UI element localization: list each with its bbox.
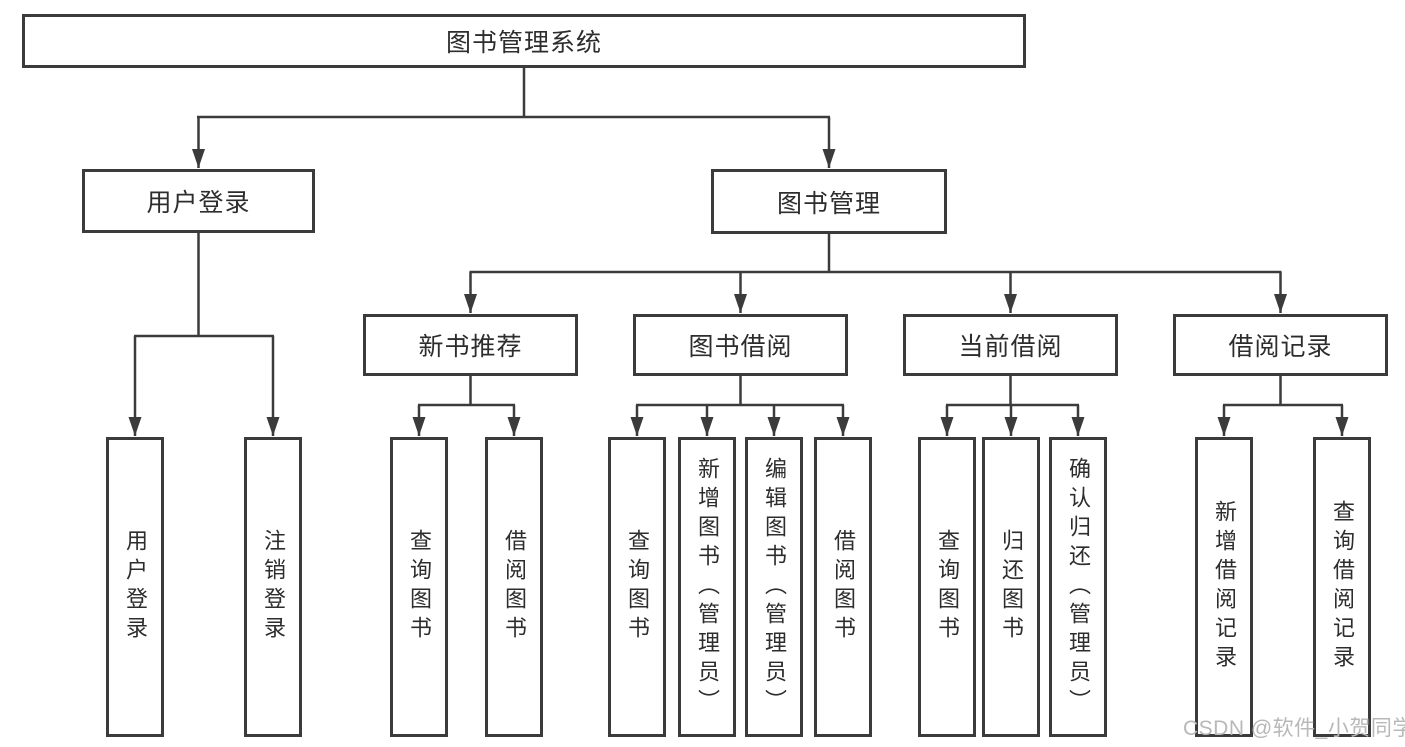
leaf-bb-edit-books-admin-label: 编辑图书（管理员） (762, 456, 787, 718)
leaf-bb-query-books: 查询图书 (608, 437, 666, 737)
connector-new-book-recommend (412, 376, 521, 436)
node-user-login-label: 用户登录 (146, 189, 251, 217)
leaf-bb-add-books-admin: 新增图书（管理员） (678, 437, 736, 737)
leaf-rec-query-books-label: 查询图书 (407, 529, 432, 645)
csdn-watermark: CSDN @软件_小贺同学 (1183, 717, 1405, 740)
node-current-borrow-label: 当前借阅 (958, 333, 1063, 361)
leaf-br-add-record-label: 新增借阅记录 (1212, 500, 1237, 674)
node-book-borrow-label: 图书借阅 (688, 333, 793, 361)
connector-book-management (464, 234, 1287, 313)
leaf-logout-login: 注销登录 (244, 437, 302, 737)
leaf-br-query-record-label: 查询借阅记录 (1330, 500, 1355, 674)
leaf-cb-confirm-return-admin-label: 确认归还（管理员） (1066, 456, 1091, 718)
node-book-borrow: 图书借阅 (633, 314, 848, 376)
leaf-bb-borrow-books-label: 借阅图书 (831, 529, 856, 645)
leaf-cb-return-books: 归还图书 (982, 437, 1040, 737)
leaf-cb-query-books-label: 查询图书 (935, 529, 960, 645)
leaf-rec-query-books: 查询图书 (390, 437, 448, 737)
node-root: 图书管理系统 (22, 14, 1026, 68)
connector-current-borrow (940, 376, 1085, 436)
node-borrow-records: 借阅记录 (1173, 314, 1388, 376)
node-borrow-records-label: 借阅记录 (1228, 333, 1333, 361)
leaf-user-login: 用户登录 (106, 437, 164, 737)
leaf-cb-confirm-return-admin: 确认归还（管理员） (1049, 437, 1107, 737)
node-current-borrow: 当前借阅 (903, 314, 1118, 376)
node-book-management-label: 图书管理 (776, 189, 881, 218)
leaf-bb-borrow-books: 借阅图书 (814, 437, 872, 737)
leaf-bb-query-books-label: 查询图书 (625, 529, 650, 645)
leaf-bb-add-books-admin-label: 新增图书（管理员） (695, 456, 720, 718)
leaf-user-login-label: 用户登录 (123, 529, 148, 645)
connector-user-login (128, 233, 280, 436)
connector-root (192, 68, 836, 168)
node-new-book-recommend: 新书推荐 (363, 314, 578, 376)
leaf-logout-login-label: 注销登录 (261, 529, 286, 645)
leaf-cb-query-books: 查询图书 (918, 437, 976, 737)
node-book-management: 图书管理 (711, 169, 947, 234)
leaf-br-add-record: 新增借阅记录 (1195, 437, 1253, 737)
node-new-book-recommend-label: 新书推荐 (418, 333, 523, 361)
leaf-br-query-record: 查询借阅记录 (1313, 437, 1371, 737)
connector-borrow-records (1217, 376, 1349, 436)
leaf-cb-return-books-label: 归还图书 (999, 529, 1024, 645)
leaf-bb-edit-books-admin: 编辑图书（管理员） (745, 437, 803, 737)
node-user-login: 用户登录 (82, 169, 315, 233)
connector-book-borrow (630, 376, 850, 436)
leaf-rec-borrow-books-label: 借阅图书 (502, 529, 527, 645)
leaf-rec-borrow-books: 借阅图书 (485, 437, 543, 737)
node-root-label: 图书管理系统 (445, 29, 602, 57)
